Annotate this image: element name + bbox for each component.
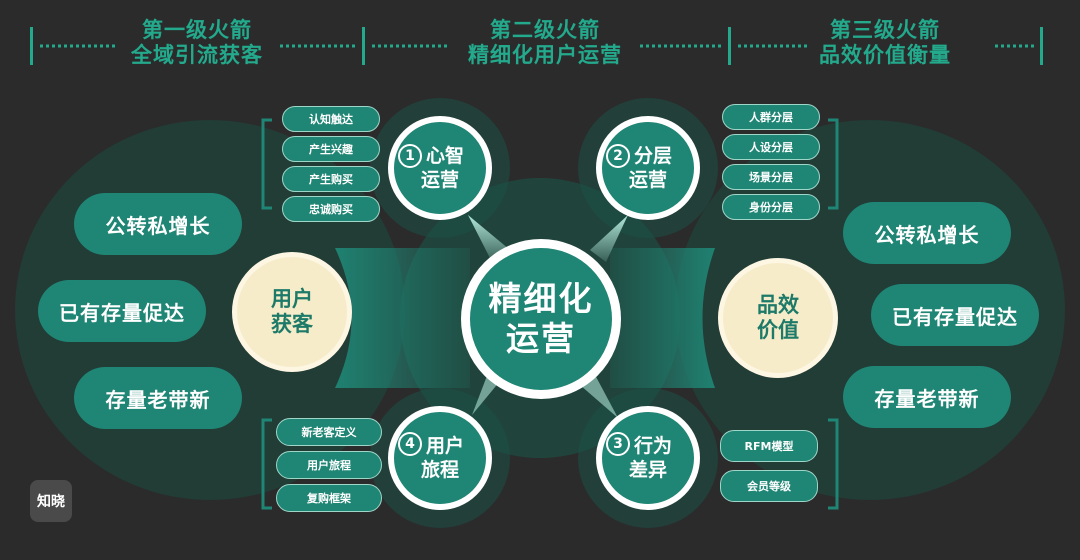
op-layering-line1: 分层 [633, 145, 672, 167]
node-brand-value: 品效 价值 [718, 258, 838, 378]
node-brand-value-line1: 品效 [757, 293, 799, 317]
header-stage-1-title: 第一级火箭 [142, 18, 252, 42]
right-pill-private-growth: 公转私增长 [843, 202, 1011, 264]
op-behavior: 行为 差异 [596, 406, 700, 510]
header-stage-2-subtitle: 精细化用户运营 [468, 43, 622, 67]
header-stage-3: 第三级火箭 品效价值衡量 [770, 18, 1000, 68]
node-user-acquisition-line2: 获客 [271, 312, 313, 336]
tag-journey-3: 复购框架 [276, 484, 382, 512]
right-pill-referral: 存量老带新 [843, 366, 1011, 428]
center-line1: 精细化 [488, 279, 594, 318]
tag-behavior-1: RFM模型 [720, 430, 818, 462]
left-pill-stock-reach: 已有存量促达 [38, 280, 206, 342]
tag-journey-2: 用户旅程 [276, 451, 382, 479]
op-behavior-line1: 行为 [633, 435, 672, 457]
header-stage-3-subtitle: 品效价值衡量 [819, 43, 951, 67]
node-user-acquisition-line1: 用户 [271, 287, 313, 311]
op-behavior-line2: 差异 [628, 459, 667, 481]
header-stage-1: 第一级火箭 全域引流获客 [82, 18, 312, 68]
right-pill-stock-reach: 已有存量促达 [871, 284, 1039, 346]
tag-layering-1: 人群分层 [722, 104, 820, 130]
tag-layering-2: 人设分层 [722, 134, 820, 160]
tag-mindshare-1: 认知触达 [282, 106, 380, 132]
ray-op3 [580, 373, 618, 418]
op-layering: 分层 运营 [596, 116, 700, 220]
header-stage-3-title: 第三级火箭 [830, 18, 940, 42]
ray-op2 [590, 215, 628, 262]
tag-layering-3: 场景分层 [722, 164, 820, 190]
tag-mindshare-2: 产生兴趣 [282, 136, 380, 162]
op-mindshare-line2: 运营 [420, 169, 459, 191]
tag-layering-4: 身份分层 [722, 194, 820, 220]
tag-journey-1: 新老客定义 [276, 418, 382, 446]
tag-behavior-2: 会员等级 [720, 470, 818, 502]
header-stage-2: 第二级火箭 精细化用户运营 [430, 18, 660, 68]
op-journey-line1: 用户 [425, 435, 464, 457]
op-journey: 用户 旅程 [388, 406, 492, 510]
node-user-acquisition: 用户 获客 [232, 252, 352, 372]
header-rule [30, 27, 1043, 65]
node-brand-value-line2: 价值 [757, 318, 799, 342]
left-flow-arrow [335, 248, 470, 388]
op-mindshare-number: 1 [398, 144, 422, 168]
right-flow-arrow [610, 248, 715, 388]
tag-brackets [261, 118, 839, 510]
op-layering-number: 2 [606, 144, 630, 168]
tag-mindshare-3: 产生购买 [282, 166, 380, 192]
op-mindshare-line1: 心智 [425, 145, 464, 167]
center-refined-operations: 精细化 运营 [461, 239, 621, 399]
brand-logo: 知晓 [30, 480, 72, 522]
op-mindshare: 心智 运营 [388, 116, 492, 220]
tag-mindshare-4: 忠诚购买 [282, 196, 380, 222]
header-stage-1-subtitle: 全域引流获客 [131, 43, 263, 67]
op-journey-number: 4 [398, 432, 422, 456]
center-line2: 运营 [506, 319, 576, 358]
op-layering-line2: 运营 [628, 169, 667, 191]
header-stage-2-title: 第二级火箭 [490, 18, 600, 42]
op-journey-line2: 旅程 [420, 459, 459, 481]
op-behavior-number: 3 [606, 432, 630, 456]
left-pill-private-growth: 公转私增长 [74, 193, 242, 255]
left-pill-referral: 存量老带新 [74, 367, 242, 429]
